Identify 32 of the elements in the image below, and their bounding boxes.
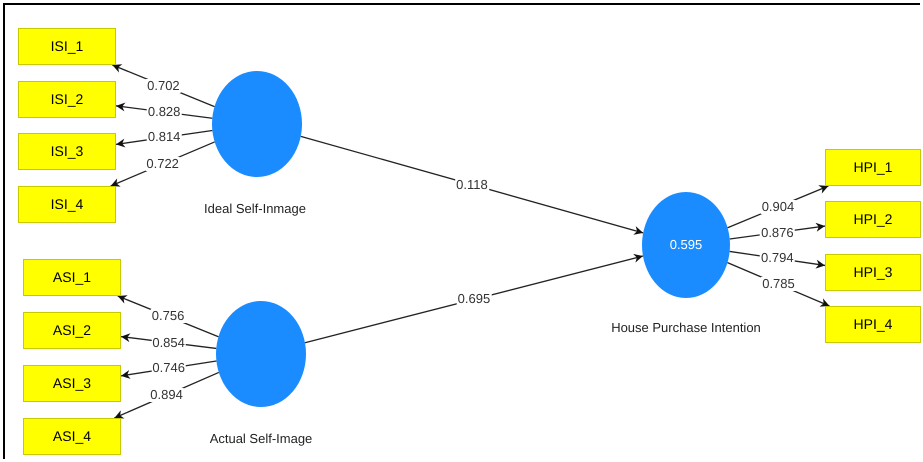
node-caption: House Purchase Intention [610,319,762,337]
edge-label: 0.702 [146,78,181,93]
edge-label: 0.854 [151,336,186,350]
indicator-box: HPI_4 [825,306,921,343]
indicator-box: HPI_2 [825,201,921,238]
edge-label: 0.756 [150,309,186,324]
indicator-box: HPI_1 [825,149,921,186]
arrow [300,136,644,235]
latent-variable-circle: 0.595 [642,192,730,298]
indicator-box: ISI_4 [18,186,116,223]
edge-label: 0.695 [456,292,492,306]
edge-label: 0.904 [760,200,796,214]
edge-label: 0.746 [151,361,186,376]
indicator-box: ISI_1 [18,28,116,65]
edge-label: 0.876 [760,226,795,240]
indicator-box: ASI_2 [23,312,121,349]
edge-label: 0.894 [149,388,184,402]
node-caption: Ideal Self-Inmage [203,200,307,218]
indicator-box: ASI_3 [23,365,121,402]
indicator-box: ASI_1 [23,259,121,296]
indicator-box: HPI_3 [825,254,921,291]
edge-label: 0.828 [146,105,182,120]
indicator-box: ISI_3 [18,133,116,170]
edge-label: 0.118 [455,178,489,192]
edge-label: 0.814 [146,130,182,144]
edge-label: 0.794 [760,251,795,266]
edge-label: 0.722 [145,156,180,171]
indicator-box: ISI_2 [18,81,116,118]
arrow [304,254,644,344]
indicator-box: ASI_4 [23,418,121,455]
edge-label: 0.785 [761,277,796,292]
node-caption: Actual Self-Image [208,430,314,448]
